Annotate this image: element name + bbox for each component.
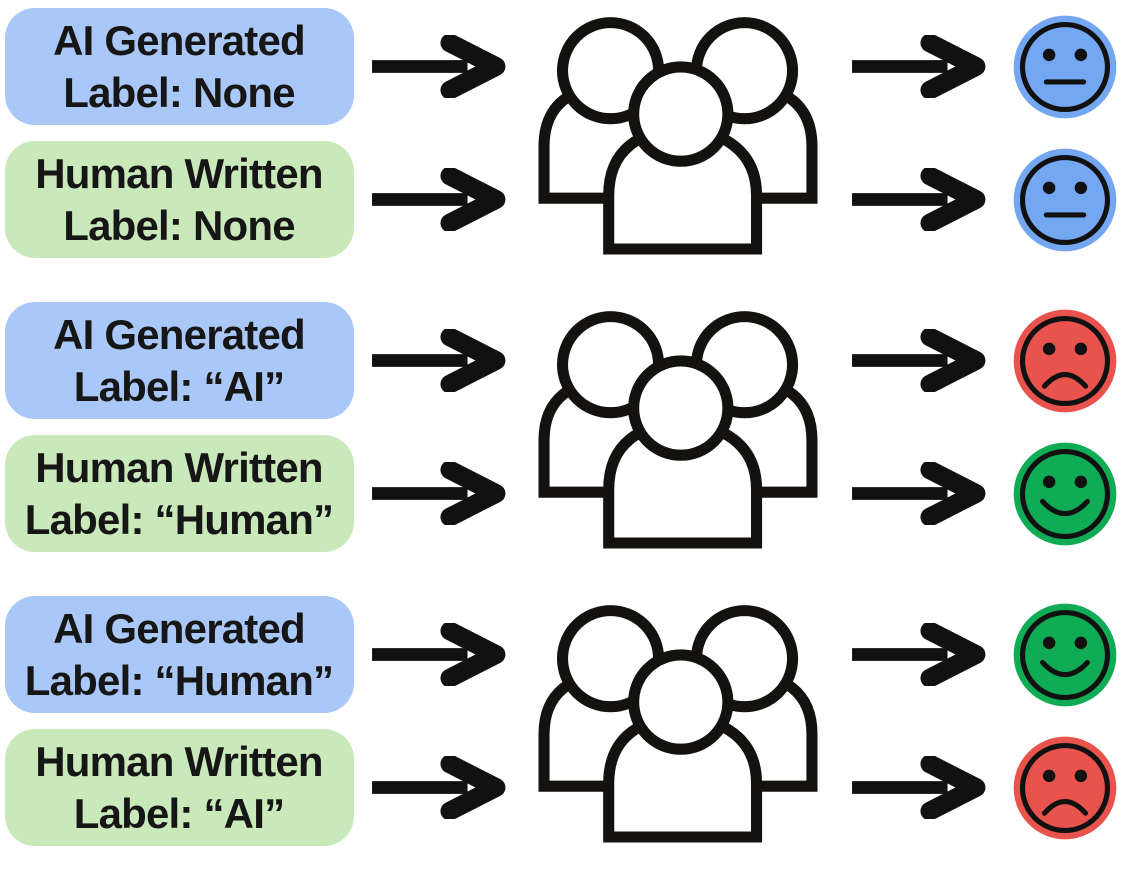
label-line: Human Written	[35, 737, 323, 785]
face-outline	[1019, 448, 1110, 539]
diagram-canvas: AI Generated Label: None Human Written L…	[0, 8, 1129, 846]
user-group-icon	[538, 604, 818, 843]
label-line: Label: None	[63, 68, 295, 116]
arrow-right-icon	[371, 35, 505, 98]
face-outline	[1019, 742, 1110, 833]
face-background	[1013, 309, 1116, 412]
face-background	[1013, 603, 1116, 706]
face-eye	[1042, 48, 1055, 61]
reaction-face-icon	[1013, 309, 1116, 412]
face-background	[1013, 15, 1116, 118]
label-line: AI Generated	[53, 16, 306, 64]
label-line: Label: “AI”	[73, 789, 285, 837]
arrow-right-icon	[852, 35, 986, 98]
label-line: Human Written	[35, 149, 323, 197]
user-group-icon	[538, 310, 818, 549]
reaction-face	[1000, 302, 1129, 419]
arrow-right-icon	[371, 756, 505, 819]
arrow-right-icon	[371, 329, 505, 392]
face-eye	[1074, 769, 1087, 782]
reaction-face-icon	[1013, 736, 1116, 839]
face-eye	[1042, 342, 1055, 355]
label-line: Label: None	[63, 201, 295, 249]
ai-generated-label-box: AI Generated Label: “Human”	[4, 596, 354, 713]
human-written-label-box: Human Written Label: None	[4, 141, 354, 258]
arrow-right-icon	[371, 462, 505, 525]
reaction-face-icon	[1013, 15, 1116, 118]
arrow-right-icon	[852, 756, 986, 819]
reaction-face	[1000, 435, 1129, 552]
face-eye	[1074, 342, 1087, 355]
face-eye	[1074, 475, 1087, 488]
label-line: AI Generated	[53, 604, 306, 652]
arrow-right-icon	[371, 168, 505, 231]
face-outline	[1019, 315, 1110, 406]
face-eye	[1042, 181, 1055, 194]
experiment-group-no-label: AI Generated Label: None Human Written L…	[0, 8, 1129, 258]
face-mouth-happy	[1039, 659, 1090, 677]
face-outline	[1019, 154, 1110, 245]
reaction-face	[1000, 596, 1129, 713]
face-eye	[1074, 48, 1087, 61]
reaction-face-icon	[1013, 603, 1116, 706]
face-background	[1013, 148, 1116, 251]
face-outline	[1019, 609, 1110, 700]
face-outline	[1019, 21, 1110, 112]
reaction-face	[1000, 729, 1129, 846]
human-written-label-box: Human Written Label: “AI”	[4, 729, 354, 846]
arrow-right-icon	[852, 462, 986, 525]
reaction-face	[1000, 8, 1129, 125]
reaction-face-icon	[1013, 148, 1116, 251]
face-eye	[1042, 636, 1055, 649]
arrow-right-icon	[371, 623, 505, 686]
label-line: Human Written	[35, 443, 323, 491]
face-eye	[1074, 181, 1087, 194]
human-written-label-box: Human Written Label: “Human”	[4, 435, 354, 552]
reaction-face-icon	[1013, 442, 1116, 545]
face-eye	[1042, 769, 1055, 782]
face-mouth-happy	[1039, 498, 1090, 516]
arrow-right-icon	[852, 168, 986, 231]
user-group-icon	[538, 16, 818, 255]
reaction-face	[1000, 141, 1129, 258]
face-background	[1013, 736, 1116, 839]
ai-generated-label-box: AI Generated Label: “AI”	[4, 302, 354, 419]
label-line: AI Generated	[53, 310, 306, 358]
label-line: Label: “Human”	[24, 656, 334, 704]
face-background	[1013, 442, 1116, 545]
person-head	[628, 60, 734, 167]
face-eye	[1042, 475, 1055, 488]
ai-generated-label-box: AI Generated Label: None	[4, 8, 354, 125]
face-mouth-sad	[1041, 371, 1088, 389]
person-head	[628, 354, 734, 461]
face-eye	[1074, 636, 1087, 649]
experiment-group-swapped-label: AI Generated Label: “Human” Human Writte…	[0, 596, 1129, 846]
experiment-group-true-label: AI Generated Label: “AI” Human Written L…	[0, 302, 1129, 552]
arrow-right-icon	[852, 329, 986, 392]
person-head	[628, 648, 734, 755]
label-line: Label: “AI”	[73, 362, 285, 410]
face-mouth-sad	[1041, 798, 1088, 816]
label-line: Label: “Human”	[24, 495, 334, 543]
arrow-right-icon	[852, 623, 986, 686]
